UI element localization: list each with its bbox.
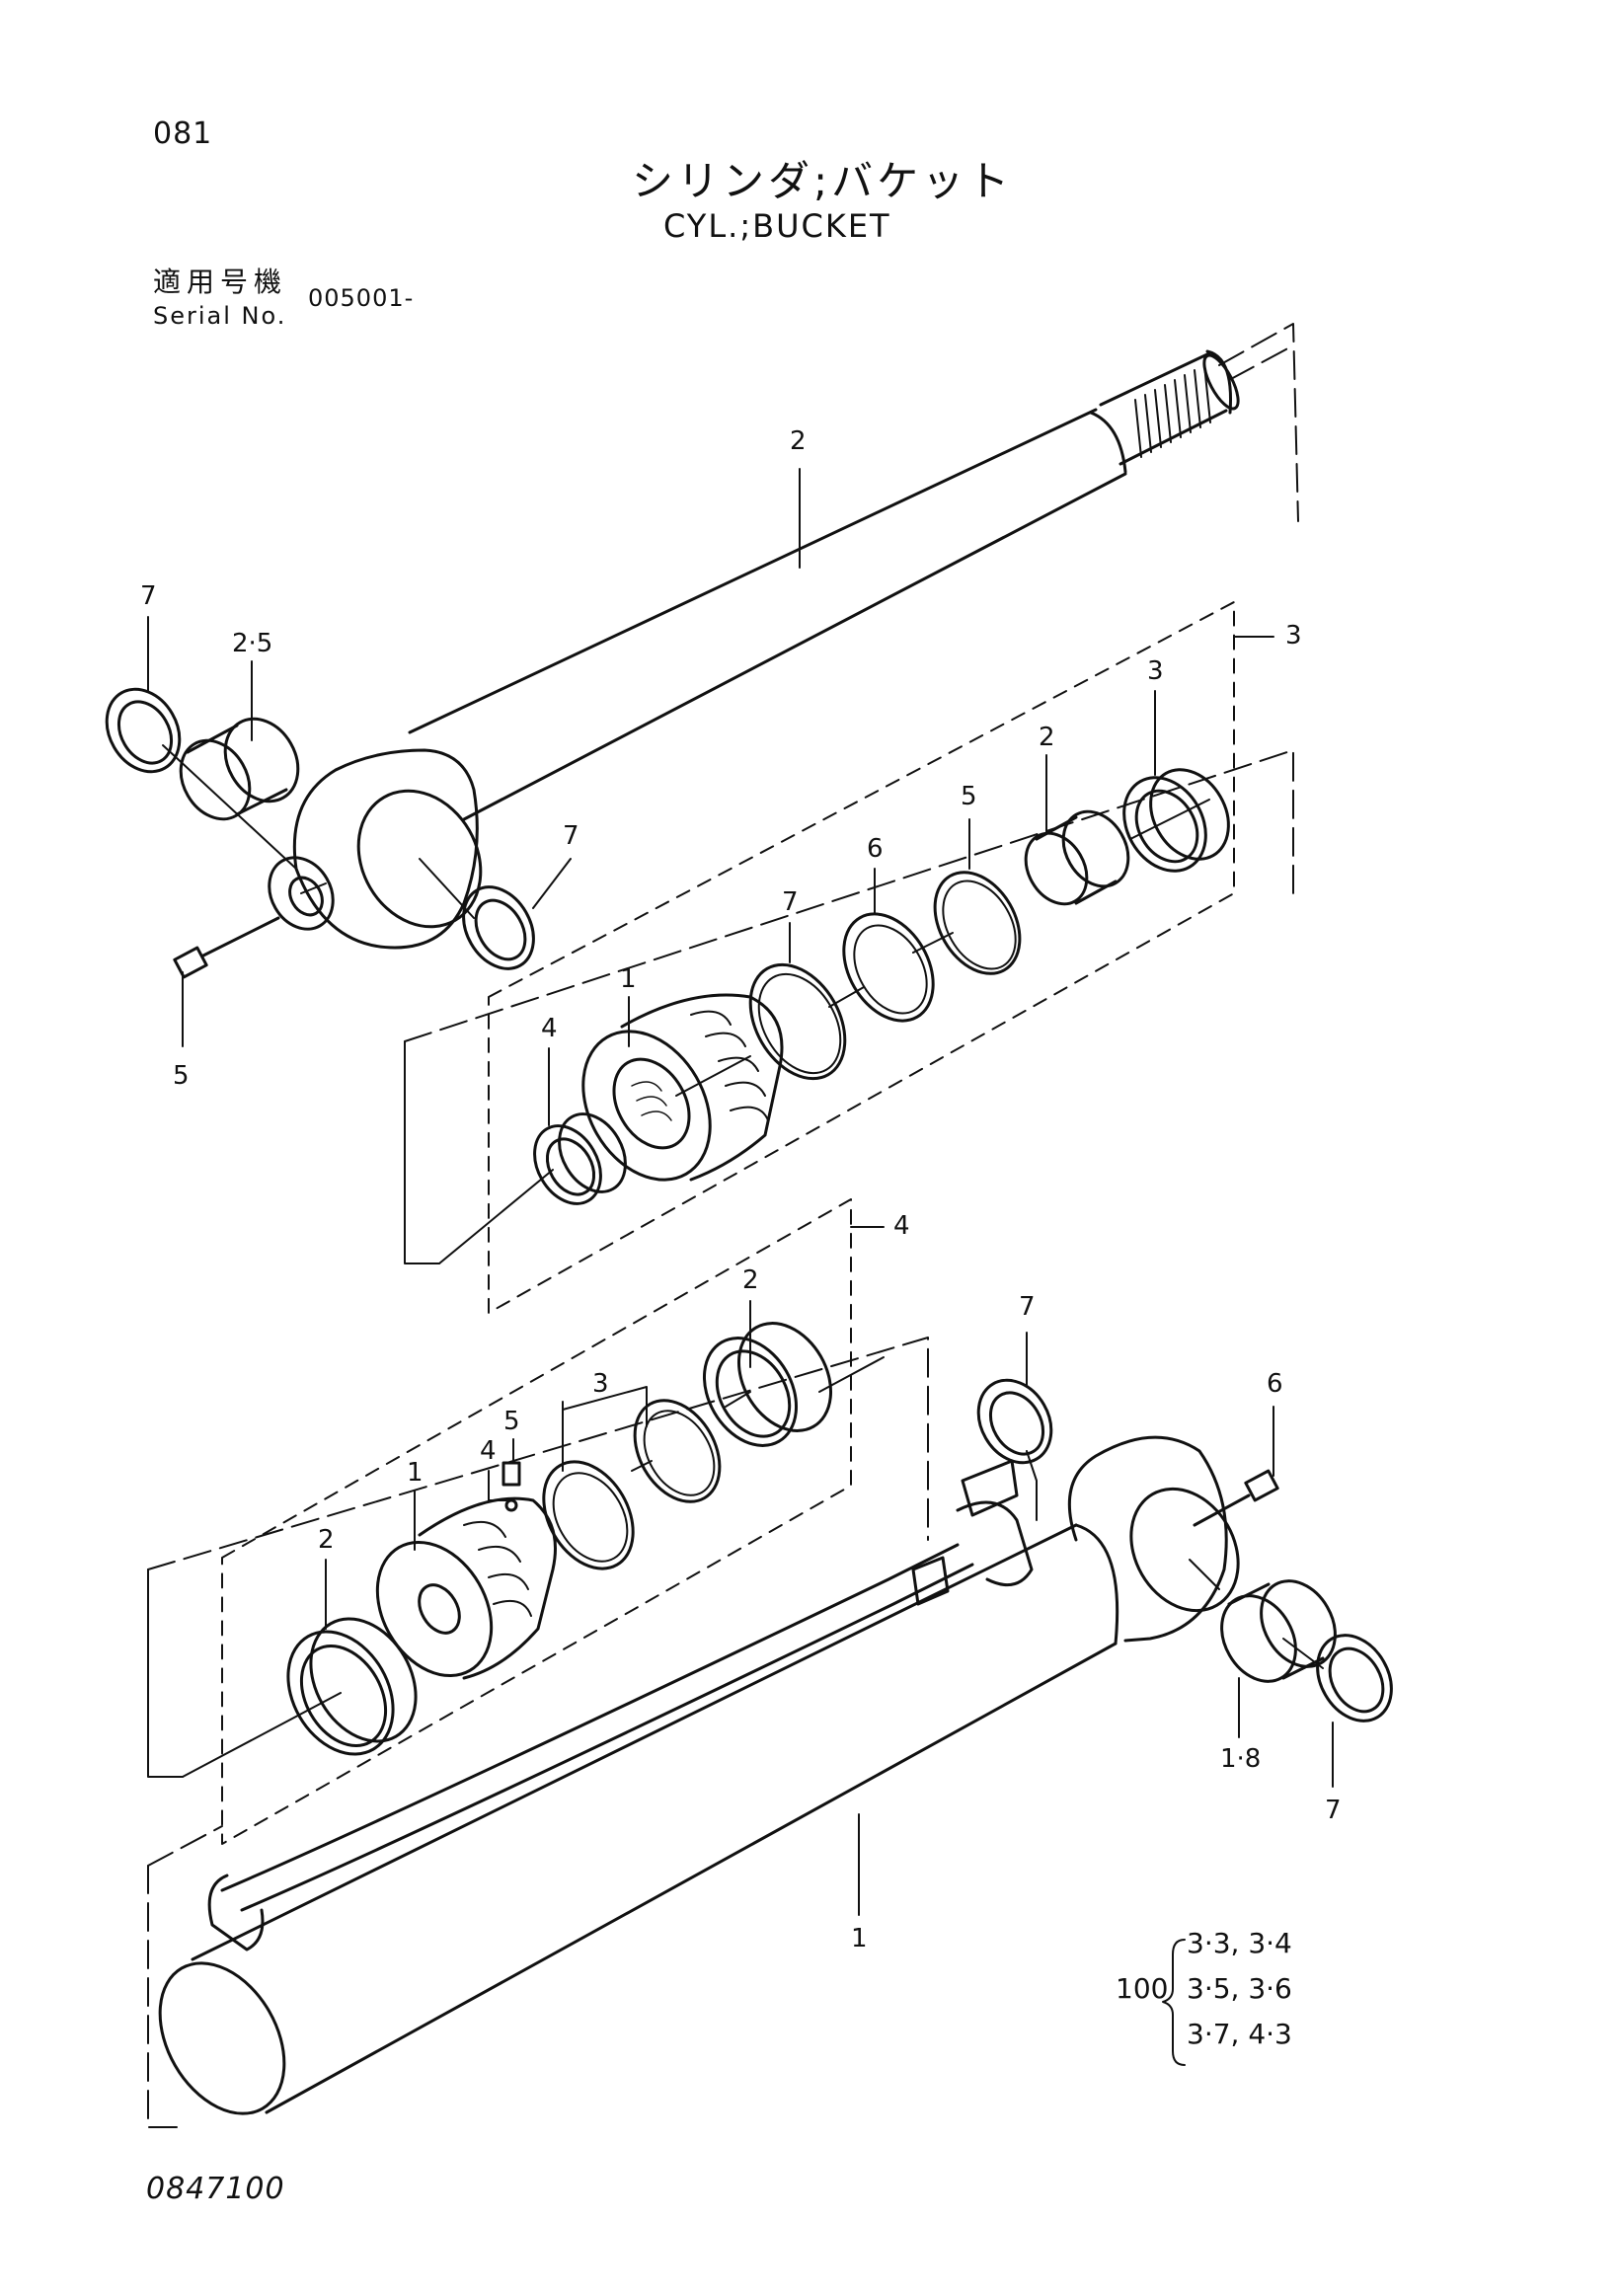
callout-tube-seal-bottom: 7 — [1325, 1796, 1342, 1825]
tube-seal-top — [976, 1378, 1053, 1465]
grease-fitting-rod — [173, 916, 280, 979]
serial-number-value: 005001- — [308, 284, 415, 312]
callout-head-ring-4: 4 — [541, 1014, 558, 1043]
tube-seal-bottom — [1316, 1634, 1393, 1722]
piston-ring-2-left — [286, 1617, 418, 1756]
callout-piston-group: 4 — [893, 1211, 910, 1241]
callout-rod: 2 — [790, 426, 807, 456]
callout-piston-ring-2-left: 2 — [318, 1525, 335, 1555]
drawing-number: 0847100 — [146, 2172, 285, 2206]
callout-piston-ring-2-top: 2 — [742, 1265, 759, 1295]
callout-head-group: 3 — [1285, 621, 1302, 651]
rod-seal-left — [105, 687, 182, 774]
note-line-1: 3·3, 3·4 — [1187, 1927, 1292, 1959]
callout-tube-seal-top: 7 — [1019, 1292, 1036, 1322]
head-group-outline — [488, 601, 1235, 1314]
callout-rod-seal-left: 7 — [140, 581, 157, 611]
piston-ring-3-b — [542, 1460, 635, 1570]
callout-rod-seal-right: 7 — [563, 821, 579, 851]
callout-grease-fitting-rod: 5 — [173, 1061, 190, 1091]
callout-head-oring-5: 5 — [961, 782, 977, 811]
piston-ring-3-a — [633, 1399, 722, 1503]
note-line-3: 3·7, 4·3 — [1187, 2018, 1292, 2050]
callout-tube-fitting: 6 — [1267, 1369, 1283, 1399]
tube-bushing — [1220, 1579, 1337, 1683]
rod-callout-leaders — [147, 468, 801, 1047]
cylinder-tube — [158, 1435, 1240, 2115]
callout-head-ring-6: 6 — [867, 834, 884, 864]
callout-head-body: 1 — [620, 964, 637, 994]
callout-rod-bushing: 2·5 — [232, 629, 272, 658]
page-title-japanese: シリンダ;バケット — [632, 157, 1014, 205]
piston-group-outline — [221, 1198, 852, 1845]
callout-piston-ring-3: 3 — [592, 1369, 609, 1399]
piston-set-screw — [501, 1461, 521, 1487]
head-ring-7 — [748, 962, 847, 1081]
head-callout-leaders — [438, 690, 1210, 1264]
piston-group-bracket — [147, 1226, 929, 1778]
piston-steel-ball — [504, 1498, 518, 1512]
page-title-english: CYL.;BUCKET — [663, 207, 891, 245]
head-ring-6 — [842, 912, 935, 1023]
callout-head-wiper: 3 — [1147, 656, 1164, 686]
tube-callout-leaders — [858, 1332, 1334, 1916]
head-bushing — [1024, 809, 1130, 906]
piston-rod — [268, 349, 1240, 950]
note-quantity: 100 — [1116, 1972, 1169, 2005]
piston-callout-leaders — [182, 1300, 885, 1778]
callout-piston-ball-4: 4 — [480, 1436, 497, 1466]
head-group-bracket — [404, 636, 1294, 1264]
note-line-2: 3·5, 3·6 — [1187, 1972, 1292, 2005]
serial-label-japanese: 適用号機 — [153, 266, 288, 298]
callout-head-bushing: 2 — [1039, 723, 1055, 752]
page-number: 081 — [153, 116, 213, 151]
rod-seal-right — [462, 885, 535, 970]
callout-tube-bushing: 1·8 — [1220, 1744, 1261, 1774]
tube-grease-fitting — [1193, 1469, 1279, 1527]
callout-tube: 1 — [851, 1924, 868, 1953]
serial-label-english: Serial No. — [153, 302, 287, 330]
callout-piston-body: 1 — [407, 1458, 424, 1488]
assembly-leader-frames — [147, 1825, 223, 2128]
head-body — [581, 993, 784, 1182]
piston-body — [375, 1496, 557, 1680]
rod-bushing — [179, 717, 300, 821]
piston-ring-2-top — [702, 1322, 833, 1447]
note-brace — [1162, 1939, 1186, 2066]
callout-head-ring-7: 7 — [782, 887, 799, 917]
callout-piston-nut-5: 5 — [503, 1407, 520, 1436]
head-oring-5 — [933, 871, 1022, 975]
